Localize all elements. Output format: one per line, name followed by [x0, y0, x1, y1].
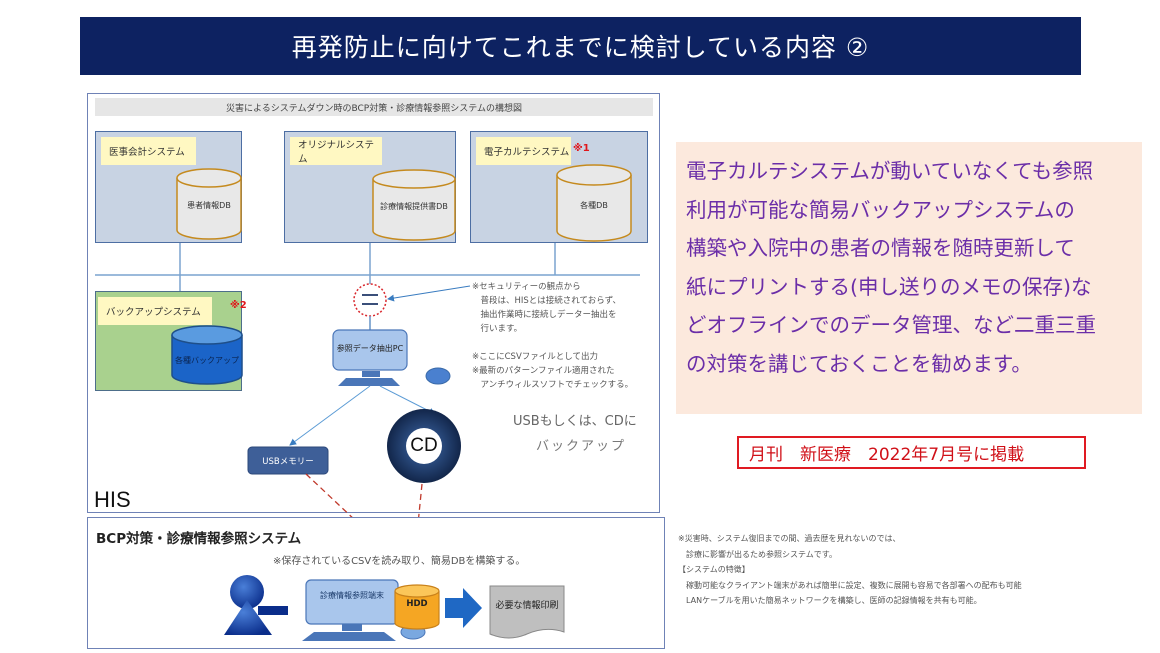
- cd-label: CD: [410, 435, 438, 456]
- footnote-line: 稼動可能なクライアント端末があれば簡単に設定、複数に展開も容易で各部署への配布も…: [678, 580, 1022, 590]
- system-label-emr: 電子カルテシステム: [476, 137, 571, 165]
- page-title: 再発防止に向けてこれまでに検討している内容 ②: [80, 17, 1081, 75]
- footnote-line: LANケーブルを用いた簡易ネットワークを構築し、医師の記録情報を共有も可能。: [678, 596, 982, 605]
- csv-note: ※ここにCSVファイルとして出力 ※最新のパターンファイル適用された アンチウィ…: [472, 352, 634, 390]
- usb-memory-icon: [247, 446, 329, 475]
- his-label: HIS: [94, 487, 131, 512]
- security-note: ※セキュリティーの観点から 普段は、HISとは接続されておらず、 抽出作業時に接…: [472, 282, 622, 334]
- bcp-title: BCP対策・診療情報参照システム: [96, 531, 302, 547]
- backup-note-line1: USBもしくは、CDに: [513, 414, 637, 429]
- callout-line: 電子カルテシステムが動いていなくても参照: [686, 159, 1094, 183]
- security-note-arrow: [387, 285, 471, 302]
- extract-pc-icon: [332, 329, 451, 386]
- db-cylinder-referral: [372, 169, 456, 241]
- backup-note-line2: バックアップ: [536, 439, 627, 454]
- callout-line: 構築や入院中の患者の情報を随時更新して: [686, 236, 1075, 260]
- callout-line: どオフラインでのデータ管理、など二重三重: [686, 313, 1096, 337]
- diagram-header: 災害によるシステムダウン時のBCP対策・診療情報参照システムの構想図: [95, 98, 653, 116]
- note-mark-2: ※2: [230, 300, 247, 311]
- db-cylinder-patient: [176, 168, 242, 240]
- db-label-various: 各種DB: [580, 201, 608, 210]
- footnote-line: ※災害時、システム復旧までの間、過去歴を見れないのでは、: [678, 534, 901, 543]
- reference-terminal-label: 診療情報参照端末: [320, 591, 384, 600]
- hdd-label: HDD: [406, 599, 428, 609]
- disconnect-icon: [353, 283, 387, 317]
- extract-pc-label: 参照データ抽出PC: [336, 344, 404, 353]
- footnote-line: 【システムの特徴】: [678, 565, 750, 574]
- publication-badge: 月刊 新医療 2022年7月号に掲載: [737, 436, 1086, 469]
- backup-system-label: バックアップシステム: [98, 297, 212, 325]
- db-label-backup: 各種バックアップ: [175, 356, 239, 365]
- db-label-referral: 診療情報提供書DB: [380, 202, 448, 211]
- callout-line: の対策を講じておくことを勧めます。: [686, 351, 1032, 376]
- callout-line: 利用が可能な簡易バックアップシステムの: [686, 197, 1075, 222]
- db-cylinder-backup: [171, 325, 243, 385]
- footnote-line: 診療に影響が出るため参照システムです。: [678, 549, 837, 559]
- system-label-accounting: 医事会計システム: [101, 137, 196, 165]
- db-cylinder-various: [556, 164, 632, 242]
- usb-memory-label: USBメモリー: [262, 457, 314, 467]
- db-label-patient: 患者情報DB: [187, 201, 231, 210]
- note-mark-1: ※1: [573, 143, 590, 154]
- system-label-original: オリジナルシステム: [290, 137, 382, 165]
- callout-line: 紙にプリントする(申し送りのメモの保存)な: [686, 274, 1092, 299]
- print-label: 必要な情報印刷: [495, 601, 559, 611]
- arrow-to-usb: [289, 385, 371, 446]
- recommendation-callout: 電子カルテシステムが動いていなくても参照 利用が可能な簡易バックアップシステムの…: [676, 142, 1142, 414]
- footnotes: ※災害時、システム復旧までの間、過去歴を見れないのでは、 診療に影響が出るため参…: [678, 531, 1022, 609]
- bcp-note: ※保存されているCSVを読み取り、簡易DBを構築する。: [273, 556, 526, 567]
- cd-disk-icon: [387, 409, 461, 483]
